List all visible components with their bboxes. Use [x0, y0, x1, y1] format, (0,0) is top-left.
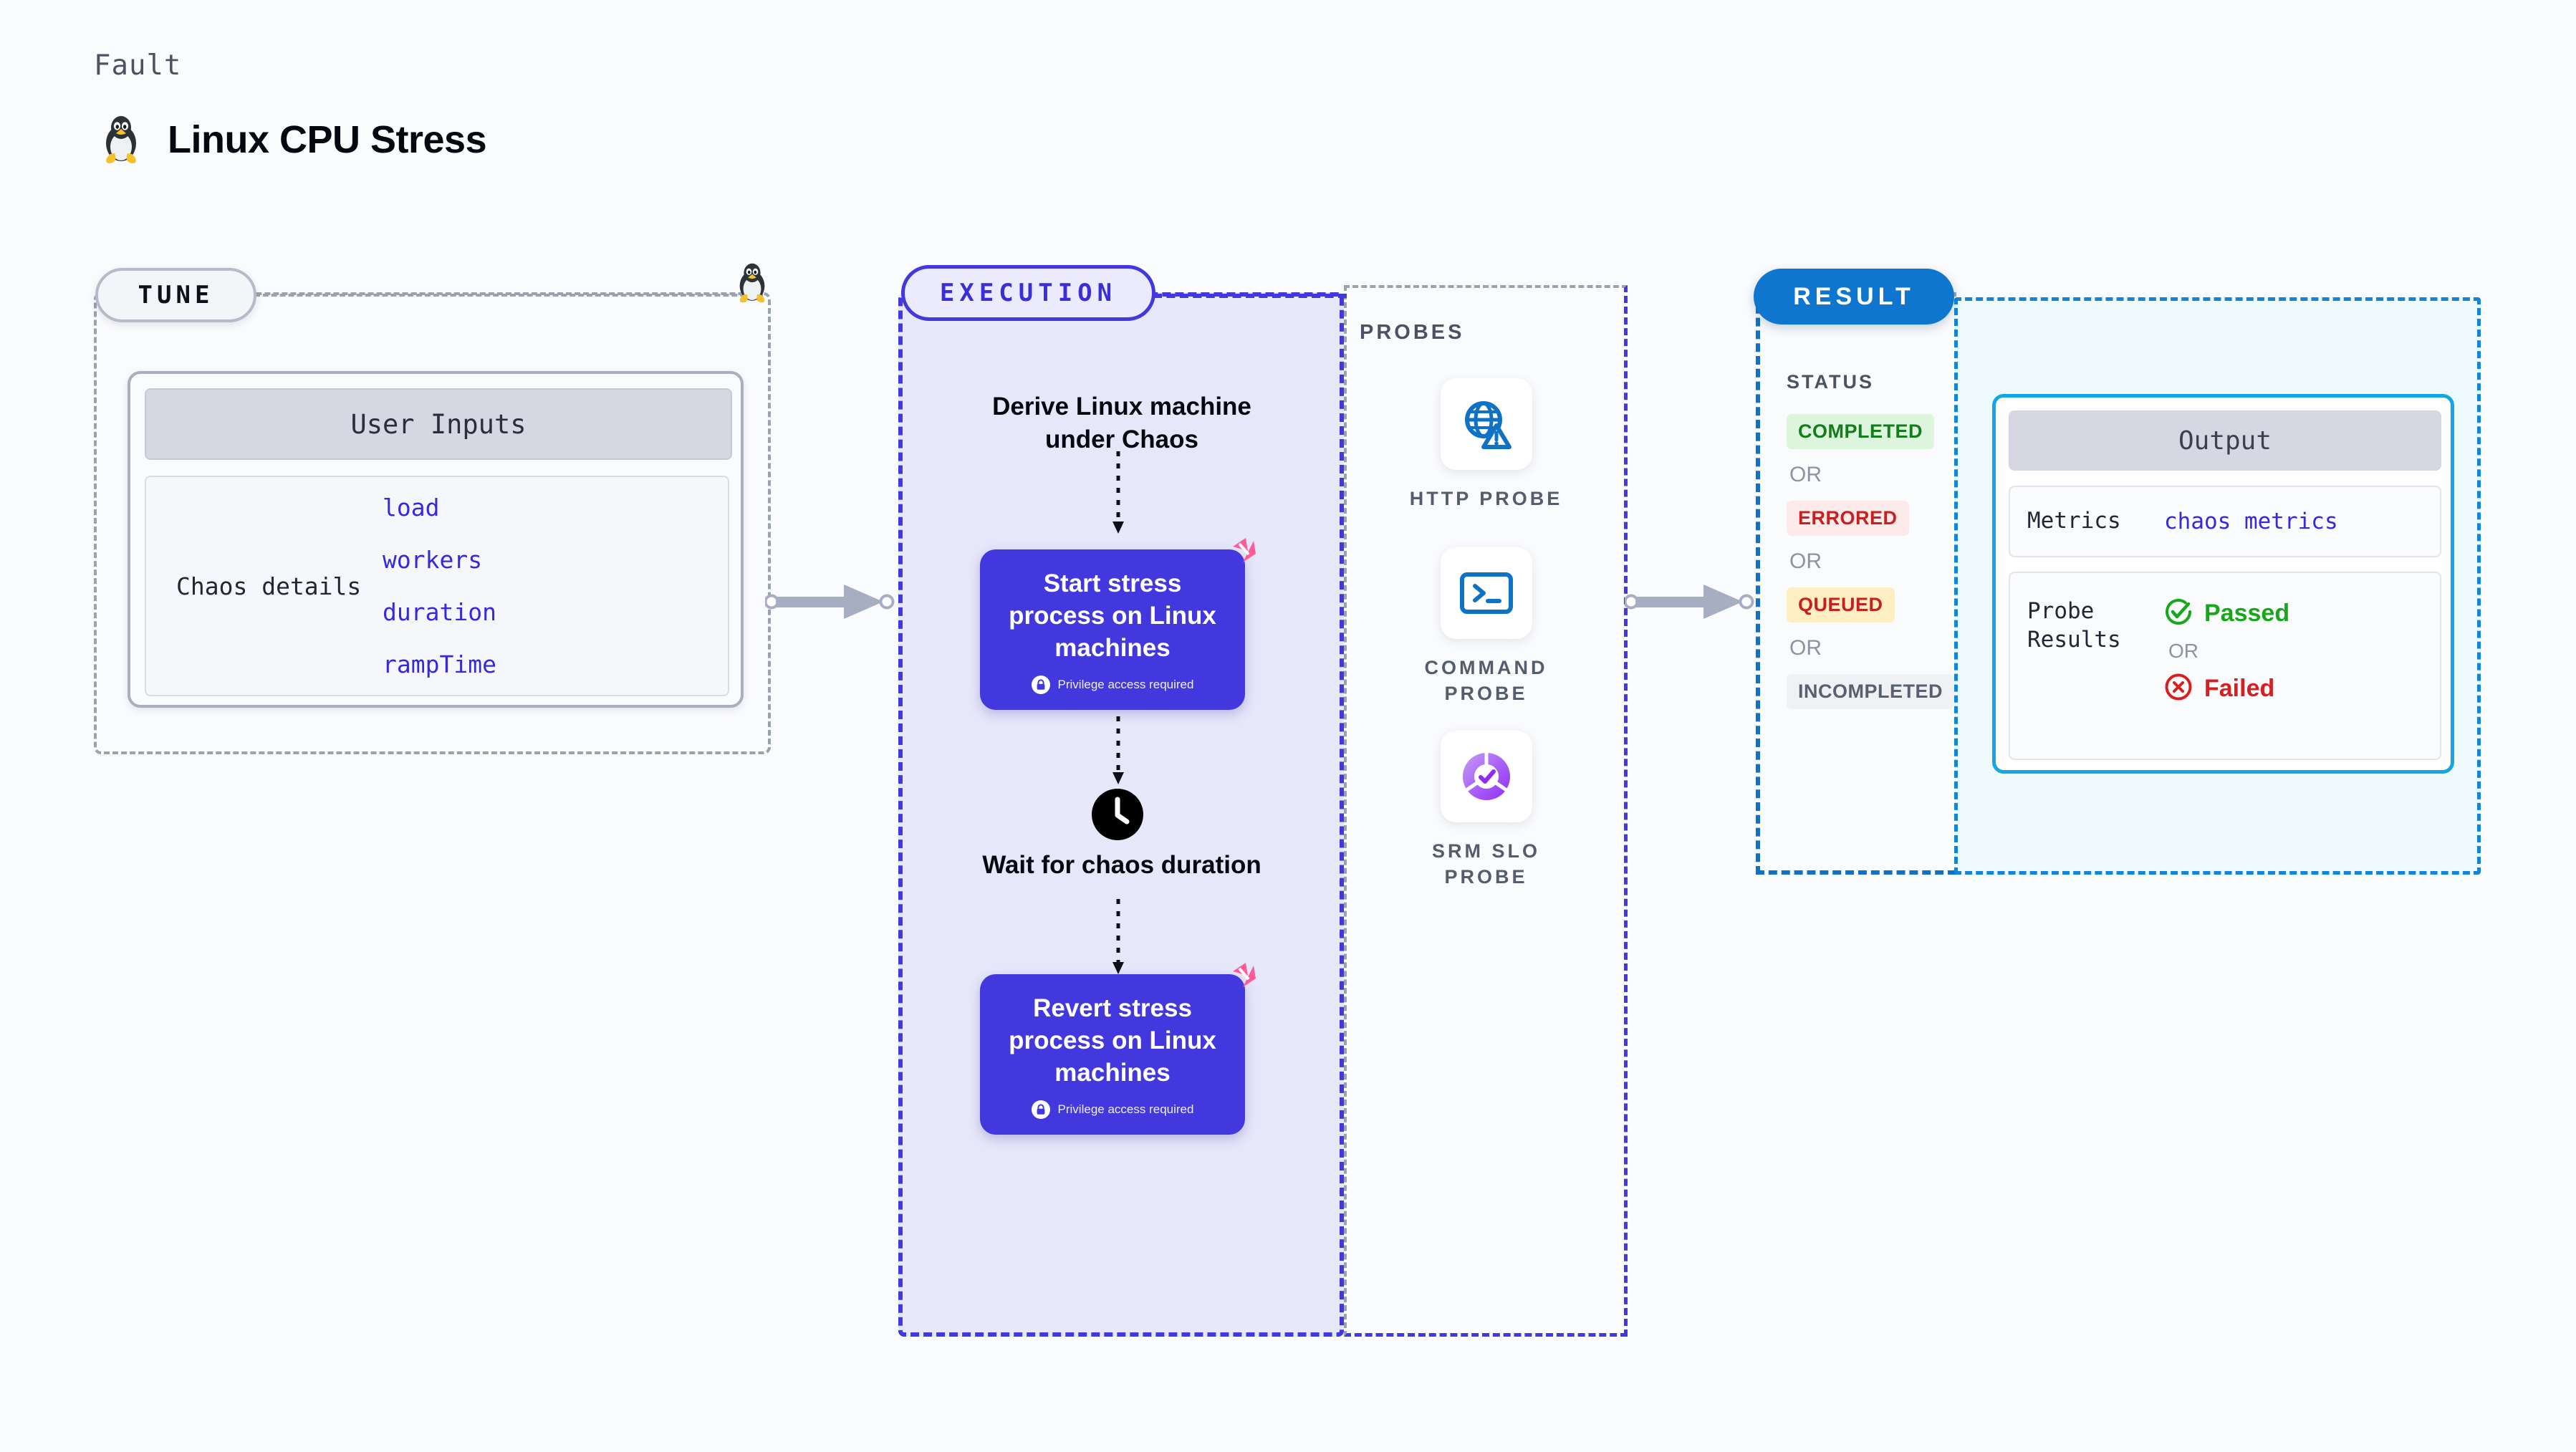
status-badge-completed: COMPLETED	[1787, 414, 1935, 449]
probe-item-http[interactable]: HTTP PROBE	[1402, 378, 1570, 511]
clock-icon	[1091, 788, 1144, 845]
metrics-value[interactable]: chaos metrics	[2164, 509, 2338, 534]
probe-results-label: Probe Results	[2027, 598, 2121, 653]
status-list: COMPLETED OR ERRORED OR QUEUED OR INCOMP…	[1787, 414, 1955, 709]
tune-linux-penguin-icon	[735, 262, 769, 304]
card-title: Revert stress process on Linux machines	[1009, 994, 1216, 1087]
status-or-3: OR	[1789, 636, 1822, 660]
status-badge-queued: QUEUED	[1787, 587, 1895, 622]
probes-section-label: PROBES	[1360, 321, 1465, 344]
probe-item-srm-slo[interactable]: SRM SLO PROBE	[1402, 731, 1570, 890]
privilege-note-text: Privilege access required	[1057, 678, 1194, 692]
verdict-label: Failed	[2204, 675, 2275, 702]
status-or-1: OR	[1789, 463, 1822, 486]
flow-arrow-1	[1111, 451, 1125, 541]
execution-connector-line	[1153, 294, 1347, 298]
status-badge-incompleted: INCOMPLETED	[1787, 674, 1955, 709]
linux-penguin-icon	[100, 115, 142, 165]
terminal-icon	[1440, 547, 1532, 639]
execution-step-wait: Wait for chaos duration	[982, 851, 1261, 879]
execution-card-start-stress[interactable]: Start stress process on Linux machines P…	[980, 538, 1256, 711]
chaos-badge-icon	[1224, 958, 1257, 995]
privilege-note-text: Privilege access required	[1057, 1102, 1194, 1117]
check-circle-icon	[2164, 597, 2193, 630]
result-region	[1756, 292, 1956, 875]
slo-donut-check-icon	[1440, 731, 1532, 822]
verdict-failed: Failed	[2164, 673, 2289, 705]
page-title: Linux CPU Stress	[168, 118, 487, 161]
tune-badge[interactable]: TUNE	[95, 268, 256, 322]
flow-arrow-3	[1111, 899, 1125, 981]
verdict-list: Passed OR Failed	[2164, 597, 2289, 705]
chaos-details-label: Chaos details	[176, 572, 362, 600]
status-or-2: OR	[1789, 549, 1822, 573]
connector-tune-to-execution	[764, 580, 908, 638]
connector-probes-to-result	[1623, 580, 1768, 638]
x-circle-icon	[2164, 673, 2193, 705]
probe-caption: SRM SLO PROBE	[1431, 840, 1540, 888]
chaos-parameter-list: load workers duration rampTime	[383, 494, 496, 678]
status-badge-errored: ERRORED	[1787, 501, 1909, 536]
card-title: Start stress process on Linux machines	[1009, 569, 1216, 662]
status-section-label: STATUS	[1787, 371, 1874, 393]
output-card: Output Metrics chaos metrics Probe Resul…	[1992, 394, 2454, 774]
metrics-label: Metrics	[2027, 508, 2121, 534]
execution-step-derive: Derive Linux machine under Chaos	[992, 393, 1251, 454]
chaos-param-duration[interactable]: duration	[383, 598, 496, 626]
chaos-param-load[interactable]: load	[383, 494, 440, 521]
execution-card-revert-stress[interactable]: Revert stress process on Linux machines …	[980, 963, 1256, 1135]
probe-caption: COMMAND PROBE	[1424, 657, 1548, 705]
verdict-or: OR	[2168, 640, 2198, 662]
verdict-label: Passed	[2204, 600, 2290, 627]
chaos-badge-icon	[1224, 534, 1257, 570]
privilege-note-row: Privilege access required	[993, 1100, 1232, 1120]
lock-icon	[1031, 675, 1050, 695]
tune-connector-line	[254, 294, 763, 297]
output-metrics-row: Metrics chaos metrics	[2009, 486, 2441, 557]
chaos-param-ramptime[interactable]: rampTime	[383, 650, 496, 678]
probe-caption: HTTP PROBE	[1409, 488, 1563, 509]
user-inputs-header: User Inputs	[145, 388, 732, 460]
execution-badge[interactable]: EXECUTION	[901, 265, 1155, 321]
verdict-passed: Passed	[2164, 597, 2289, 630]
privilege-note-row: Privilege access required	[993, 675, 1232, 695]
chaos-param-workers[interactable]: workers	[383, 546, 483, 574]
globe-warning-icon	[1440, 378, 1532, 470]
output-probe-results-row: Probe Results Passed OR	[2009, 572, 2441, 760]
output-header: Output	[2009, 410, 2441, 471]
page-title-row: Linux CPU Stress	[100, 115, 487, 165]
page-kicker: Fault	[94, 49, 182, 82]
result-badge[interactable]: RESULT	[1754, 269, 1954, 324]
user-inputs-card: User Inputs Chaos details load workers d…	[128, 371, 744, 708]
probe-item-command[interactable]: COMMAND PROBE	[1402, 547, 1570, 706]
flow-arrow-2	[1111, 716, 1125, 792]
user-inputs-body: Chaos details load workers duration ramp…	[145, 476, 729, 696]
lock-icon	[1031, 1100, 1050, 1120]
